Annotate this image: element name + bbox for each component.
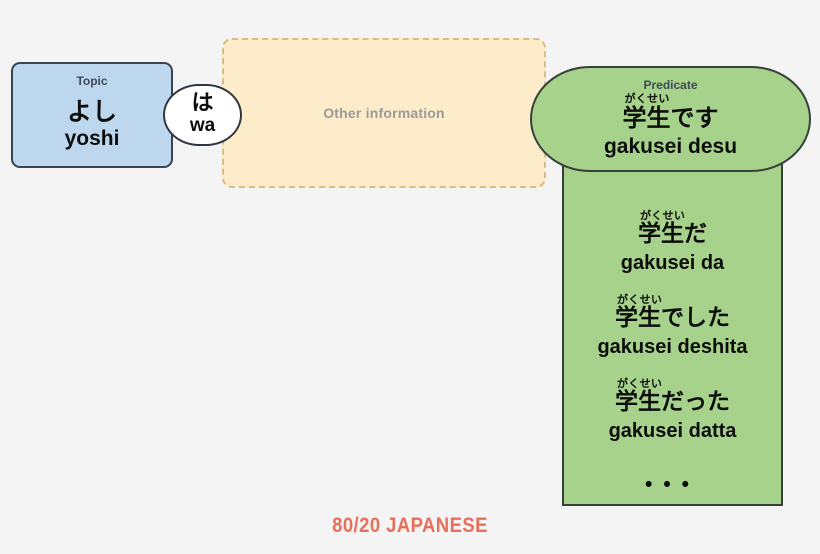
predicate-header-ruby: がくせい 学生です — [623, 93, 719, 132]
predicate-ellipsis: ••• — [644, 473, 701, 497]
predicate-form-2-furigana: がくせい — [617, 293, 663, 307]
predicate-header-romaji: gakusei desu — [603, 134, 738, 158]
predicate-form-3-ruby: がくせい 学生だった — [615, 378, 730, 416]
predicate-form-3-furigana: がくせい — [617, 377, 663, 391]
predicate-form-1-japanese: 学生だ — [638, 221, 707, 247]
predicate-form-3: がくせい 学生だった gakusei datta — [564, 378, 781, 442]
predicate-header-japanese: 学生です — [622, 104, 719, 132]
predicate-form-1: がくせい 学生だ gakusei da — [564, 210, 781, 274]
other-information-box: Other information — [222, 38, 546, 188]
topic-romaji: yoshi — [64, 127, 120, 151]
other-information-label: Other information — [323, 105, 445, 121]
particle-wa-bubble: は wa — [163, 84, 242, 146]
predicate-label: Predicate — [643, 78, 698, 92]
predicate-body-box: がくせい 学生だ gakusei da がくせい 学生でした gakusei d… — [562, 120, 783, 506]
topic-kana: よし — [66, 97, 117, 126]
predicate-header-furigana: がくせい — [624, 92, 670, 105]
predicate-form-1-ruby: がくせい 学生だ — [638, 210, 707, 248]
predicate-form-2-romaji: gakusei deshita — [597, 335, 748, 358]
predicate-form-2-japanese: 学生でした — [615, 305, 730, 332]
predicate-form-3-japanese: 学生だった — [615, 389, 730, 416]
predicate-form-2: がくせい 学生でした gakusei deshita — [564, 294, 781, 358]
predicate-header-box: Predicate がくせい 学生です gakusei desu — [530, 66, 811, 172]
topic-box: Topic よし yoshi — [11, 62, 173, 168]
watermark-brand: 80/20 JAPANESE — [332, 514, 488, 537]
predicate-form-1-romaji: gakusei da — [620, 251, 725, 274]
topic-label: Topic — [76, 74, 108, 88]
predicate-form-3-romaji: gakusei datta — [608, 420, 737, 443]
predicate-form-2-ruby: がくせい 学生でした — [615, 294, 730, 332]
particle-romaji: wa — [189, 115, 216, 137]
predicate-header-content: がくせい 学生です gakusei desu — [604, 93, 737, 158]
particle-kana: は — [191, 90, 214, 116]
predicate-form-1-furigana: がくせい — [640, 209, 686, 222]
